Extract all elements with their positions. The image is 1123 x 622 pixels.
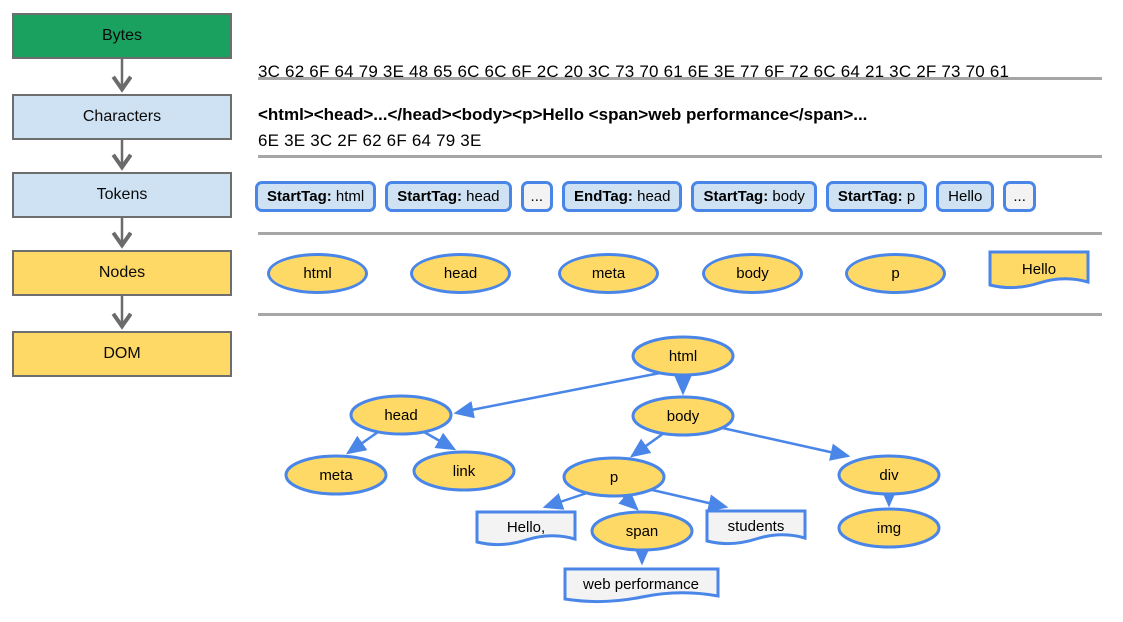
- section-divider: [258, 313, 1102, 316]
- tree-node-label: students: [728, 518, 785, 535]
- token-value: head: [632, 188, 671, 205]
- token-starttag-body: StartTag: body: [691, 181, 817, 212]
- node-label: body: [736, 265, 769, 282]
- edge-body-p: [629, 431, 665, 458]
- pipeline-arrows: [0, 59, 250, 622]
- edge-body-div: [717, 425, 851, 461]
- node-label: p: [891, 265, 900, 282]
- tree-node-label: html: [669, 348, 697, 365]
- stage-label: DOM: [103, 345, 141, 362]
- stage-box-dom: DOM: [12, 331, 232, 377]
- tree-textnode-hello: [475, 510, 577, 547]
- node-label: html: [303, 265, 332, 282]
- node-ellipse-meta: meta: [558, 253, 659, 294]
- tree-node-label: link: [453, 463, 476, 480]
- token-kind: EndTag:: [574, 188, 633, 205]
- token-value: body: [768, 188, 805, 205]
- section-divider: [258, 77, 1102, 80]
- node-label: head: [443, 265, 478, 282]
- token-kind: StartTag:: [397, 188, 462, 205]
- tree-node-div: [837, 454, 941, 496]
- section-divider: [258, 155, 1102, 158]
- tree-node-label: p: [610, 469, 618, 486]
- token-kind: StartTag:: [703, 188, 769, 205]
- node-label: Hello: [1022, 261, 1056, 278]
- stage-label: Bytes: [101, 27, 142, 44]
- tree-textnode-students: [705, 509, 807, 546]
- document-shape-icon: [705, 509, 807, 546]
- token-ellipsis: ...: [1003, 181, 1036, 212]
- tree-node-label: div: [879, 467, 899, 484]
- node-ellipse-html: html: [267, 253, 368, 294]
- edge-html-head: [453, 371, 661, 419]
- tree-node-label: body: [667, 408, 700, 425]
- token-kind: StartTag:: [267, 188, 332, 205]
- token-text-hello: Hello: [936, 181, 995, 212]
- tree-node-label: img: [877, 520, 901, 537]
- stage-box-bytes: Bytes: [12, 13, 232, 59]
- bytes-hex-text: 3C 62 6F 64 79 3E 48 65 6C 6C 6F 2C 20 3…: [258, 14, 1009, 198]
- stage-label: Nodes: [98, 264, 146, 281]
- tree-node-body: [631, 395, 735, 437]
- tree-node-meta: [284, 454, 388, 496]
- tree-node-head: [349, 394, 453, 436]
- stage-label: Tokens: [96, 186, 148, 203]
- document-shape-icon: [563, 567, 720, 604]
- bytes-hex-line2: 6E 3E 3C 2F 62 6F 64 79 3E: [258, 131, 482, 150]
- token-starttag-head: StartTag: head: [385, 181, 512, 212]
- stage-box-nodes: Nodes: [12, 250, 232, 296]
- token-kind: StartTag:: [837, 188, 903, 205]
- edge-p-span: [618, 490, 639, 511]
- stage-box-characters: Characters: [12, 94, 232, 140]
- tree-node-label: meta: [319, 467, 353, 484]
- edge-head-link: [423, 430, 457, 451]
- token-value: p: [902, 188, 916, 205]
- token-row: StartTag: html StartTag: head ... EndTag…: [255, 181, 1036, 212]
- dom-tree: html head body meta link p div span img …: [284, 335, 941, 604]
- tree-node-link: [412, 450, 516, 492]
- tree-node-label: web performance: [582, 576, 699, 593]
- stage-box-tokens: Tokens: [12, 172, 232, 218]
- tree-node-img: [837, 507, 941, 549]
- token-starttag-p: StartTag: p: [825, 181, 928, 212]
- token-value: head: [461, 188, 500, 205]
- tree-node-label: head: [384, 407, 417, 424]
- token-ellipsis: ...: [520, 181, 554, 212]
- edge-p-students: [647, 487, 729, 512]
- stage-label: Characters: [82, 108, 162, 125]
- bytes-hex-line1: 3C 62 6F 64 79 3E 48 65 6C 6C 6F 2C 20 3…: [258, 62, 1010, 81]
- tree-node-label: span: [626, 523, 659, 540]
- node-ellipse-head: head: [410, 253, 511, 294]
- edge-p-hello: [542, 490, 591, 510]
- node-doc-hello: Hello: [988, 250, 1090, 290]
- edge-head-meta: [345, 430, 379, 455]
- token-value: ...: [530, 188, 544, 205]
- node-ellipse-p: p: [845, 253, 946, 294]
- section-divider: [258, 232, 1102, 235]
- tree-node-span: [590, 510, 694, 552]
- characters-markup-text: <html><head>...</head><body><p>Hello <sp…: [258, 105, 868, 124]
- node-label: meta: [591, 265, 626, 282]
- token-value: ...: [1013, 188, 1026, 205]
- token-starttag-html: StartTag: html: [255, 181, 377, 212]
- token-value: Hello: [948, 188, 983, 205]
- token-endtag-head: EndTag: head: [562, 181, 683, 212]
- token-value: html: [331, 188, 365, 205]
- tree-node-html: [631, 335, 735, 377]
- document-shape-icon: [475, 510, 577, 547]
- tree-textnode-webperf: [563, 567, 720, 604]
- document-shape-icon: [988, 250, 1090, 290]
- node-ellipse-body: body: [702, 253, 803, 294]
- tree-node-label: Hello,: [507, 519, 545, 536]
- tree-node-p: [562, 456, 666, 498]
